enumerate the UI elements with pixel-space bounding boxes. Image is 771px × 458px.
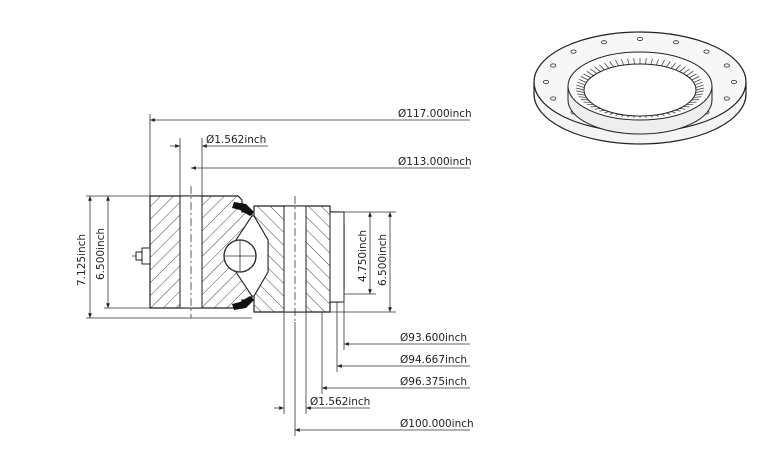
- iso-gear-tooth: [621, 59, 625, 66]
- iso-gear-tooth: [689, 73, 697, 79]
- iso-gear-tooth: [645, 58, 647, 65]
- iso-gear-tooth: [590, 68, 597, 74]
- iso-gear-tooth: [578, 96, 587, 98]
- iso-gear-tooth: [576, 90, 585, 93]
- iso-bolt-hole: [543, 80, 550, 85]
- right-dimensions: 4.750inch 6.500inch: [330, 211, 396, 313]
- iso-gear-tooth: [666, 61, 671, 68]
- iso-gear-tooth: [577, 81, 586, 86]
- dim-gear-pitch: Ø94.667inch: [400, 354, 467, 366]
- iso-gear-tooth: [575, 87, 585, 91]
- iso-gear-tooth: [594, 108, 601, 110]
- iso-gear-tooth: [694, 93, 703, 96]
- iso-gear-tooth: [615, 60, 619, 67]
- iso-gear-tooth: [683, 68, 690, 74]
- grease-fitting: [132, 247, 151, 265]
- iso-gear-tooth: [577, 93, 586, 96]
- gear-teeth-zone: [329, 211, 345, 303]
- iso-gear-tooth: [604, 62, 610, 69]
- iso-bolt-hole: [601, 40, 608, 45]
- iso-gear-tooth: [599, 64, 605, 71]
- iso-bolt-hole: [731, 80, 738, 85]
- dim-gear-root: Ø93.600inch: [400, 332, 467, 344]
- iso-gear-tooth: [679, 66, 686, 72]
- dim-outer-ring-height: 6.500inch: [95, 228, 107, 280]
- iso-gear-tooth: [627, 58, 630, 65]
- iso-gear-tooth: [583, 73, 591, 79]
- dim-inner-height-a: 4.750inch: [357, 230, 369, 282]
- iso-gear-tooth: [675, 64, 681, 71]
- iso-gear-tooth: [633, 58, 635, 65]
- iso-bolt-hole: [550, 63, 557, 68]
- iso-gear-tooth: [695, 84, 704, 88]
- iso-gear-tooth: [670, 62, 676, 69]
- iso-gear-tooth: [683, 106, 690, 108]
- dim-bolt-circle-outer: Ø113.000inch: [398, 156, 472, 168]
- iso-bolt-hole: [703, 49, 710, 54]
- bearing-cross-section: [132, 186, 345, 322]
- iso-bolt-hole: [570, 49, 577, 54]
- bearing-isometric-view: [533, 31, 747, 145]
- dim-bottom-hole: Ø1.562inch: [310, 396, 370, 408]
- iso-bolt-hole: [723, 96, 730, 101]
- iso-gear-tooth: [586, 71, 594, 76]
- dim-inner-ring: Ø96.375inch: [400, 376, 467, 388]
- dim-inner-height-b: 6.500inch: [377, 234, 389, 286]
- iso-gear-teeth: [575, 58, 705, 119]
- bottom-dimensions: Ø93.600inch Ø94.667inch Ø96.375inch Ø1.5…: [274, 290, 474, 436]
- iso-gear-tooth: [590, 106, 597, 108]
- dim-top-hole: Ø1.562inch: [206, 134, 266, 146]
- iso-gear-tooth: [686, 71, 694, 76]
- left-dimensions: 7.125inch 6.500inch: [76, 195, 252, 319]
- iso-gear-tooth: [661, 60, 665, 67]
- iso-bolt-hole: [673, 40, 680, 45]
- iso-gear-tooth: [650, 58, 653, 65]
- top-dimensions: Ø117.000inch Ø1.562inch Ø113.000inch: [149, 108, 472, 196]
- dim-outer-diameter: Ø117.000inch: [398, 108, 472, 120]
- iso-gear-tooth: [693, 78, 702, 83]
- iso-gear-tooth: [694, 81, 703, 86]
- iso-gear-tooth: [691, 76, 700, 81]
- iso-gear-tooth: [695, 90, 704, 93]
- iso-gear-tooth: [609, 61, 614, 68]
- iso-gear-tooth: [580, 76, 589, 81]
- iso-gear-tooth: [679, 108, 686, 110]
- iso-bolt-hole: [637, 37, 644, 42]
- iso-gear-tooth: [693, 96, 702, 98]
- iso-gear-tooth: [578, 78, 587, 83]
- top-seal: [232, 202, 254, 216]
- iso-bolt-hole: [550, 96, 557, 101]
- iso-gear-tooth: [594, 66, 601, 72]
- iso-bolt-hole: [723, 63, 730, 68]
- dim-bolt-circle-inner: Ø100.000inch: [400, 418, 474, 430]
- iso-gear-tooth: [576, 84, 585, 88]
- dim-total-height: 7.125inch: [76, 234, 88, 286]
- iso-gear-tooth: [655, 59, 659, 66]
- iso-gear-tooth: [695, 87, 705, 91]
- bottom-seal: [232, 296, 254, 310]
